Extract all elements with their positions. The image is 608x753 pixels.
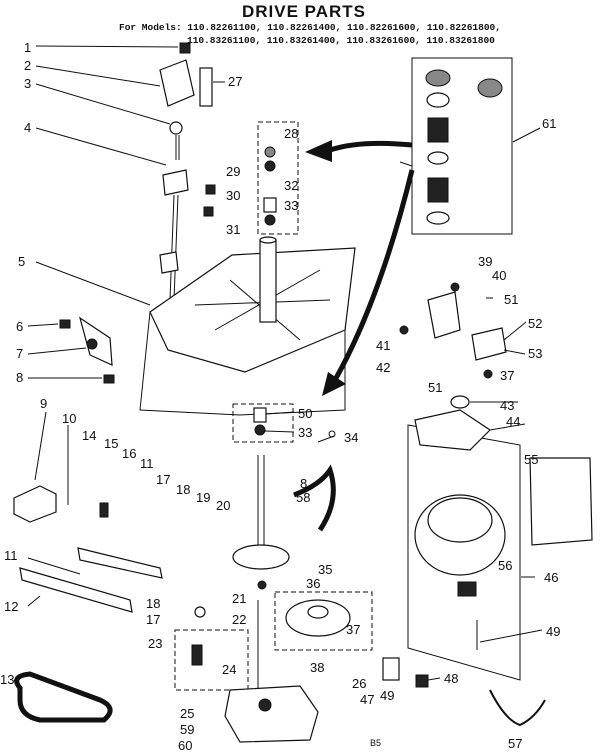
callout-55: 55 [524, 452, 538, 467]
callout-25: 25 [180, 706, 194, 721]
callout-51b: 51 [428, 380, 442, 395]
callout-9: 9 [40, 396, 47, 411]
part-panel [529, 457, 593, 546]
callout-35: 35 [318, 562, 332, 577]
part-washer [169, 121, 183, 135]
callout-20: 20 [216, 498, 230, 513]
callout-18b: 18 [146, 596, 160, 611]
callout-51: 51 [504, 292, 518, 307]
callout-3: 3 [24, 76, 31, 91]
callout-42: 42 [376, 360, 390, 375]
callout-22: 22 [232, 612, 246, 627]
callout-34: 34 [344, 430, 358, 445]
callout-47: 47 [360, 692, 374, 707]
callout-21: 21 [232, 591, 246, 606]
callout-61: 61 [542, 116, 556, 131]
callout-13: 13 [0, 672, 14, 687]
part-center-post [259, 239, 277, 323]
callout-46: 46 [544, 570, 558, 585]
callout-26: 26 [352, 676, 366, 691]
callout-16: 16 [122, 446, 136, 461]
part-screw [205, 184, 216, 195]
page-title: DRIVE PARTS [241, 2, 367, 21]
part-pulley-hub [232, 544, 290, 570]
callout-10: 10 [62, 411, 76, 426]
callout-37: 37 [346, 622, 360, 637]
part-bracket [159, 59, 195, 107]
callout-60: 60 [178, 738, 192, 753]
page-code: B5 [370, 738, 382, 748]
callout-30: 30 [226, 188, 240, 203]
callout-5: 5 [18, 254, 25, 269]
part-drawings [13, 42, 593, 743]
callout-8: 8 [16, 370, 23, 385]
callout-43: 43 [500, 398, 514, 413]
callout-59: 59 [180, 722, 194, 737]
callout-29: 29 [226, 164, 240, 179]
callout-38: 38 [310, 660, 324, 675]
callout-49b: 49 [380, 688, 394, 703]
callout-24: 24 [222, 662, 236, 677]
part-kit-box [411, 57, 513, 235]
callout-33: 33 [284, 198, 298, 213]
callout-1: 1 [24, 40, 31, 55]
callout-17b: 17 [146, 612, 160, 627]
callout-11b: 11 [140, 456, 154, 471]
callout-7: 7 [16, 346, 23, 361]
callout-18: 18 [176, 482, 190, 497]
callout-32: 32 [284, 178, 298, 193]
part-strap [199, 67, 213, 107]
callout-17: 17 [156, 472, 170, 487]
callout-4: 4 [24, 120, 31, 135]
callout-labels: 1 2 3 4 5 6 7 8 9 10 11 11 12 13 14 15 1… [0, 40, 560, 753]
callout-52: 52 [528, 316, 542, 331]
callout-49: 49 [546, 624, 560, 639]
part-lever-arm [19, 567, 133, 613]
callout-19: 19 [196, 490, 210, 505]
part-motor-mount [414, 409, 491, 451]
callout-58: 58 [296, 490, 310, 505]
callout-40: 40 [492, 268, 506, 283]
models-line-1: For Models: 110.82261100, 110.82261400, … [119, 22, 501, 33]
part-gearcase [224, 685, 319, 743]
models-line-2: 110.83261100, 110.83261400, 110.83261600… [187, 35, 495, 46]
callout-31: 31 [226, 222, 240, 237]
callout-41: 41 [376, 338, 390, 353]
callout-37b: 37 [500, 368, 514, 383]
part-nut-top [179, 42, 191, 54]
callout-15: 15 [104, 436, 118, 451]
leader-lines [13, 45, 543, 689]
callout-2: 2 [24, 58, 31, 73]
callout-28: 28 [284, 126, 298, 141]
callout-8b: 8 [300, 476, 307, 491]
callout-50: 50 [298, 406, 312, 421]
callout-53: 53 [528, 346, 542, 361]
part-switch-block [13, 485, 57, 523]
part-screw [203, 206, 214, 217]
callout-33b: 33 [298, 425, 312, 440]
callout-48: 48 [444, 671, 458, 686]
callout-23: 23 [148, 636, 162, 651]
part-base-plate [149, 247, 356, 373]
callout-56: 56 [498, 558, 512, 573]
callout-39: 39 [478, 254, 492, 269]
callout-6: 6 [16, 319, 23, 334]
callout-57: 57 [508, 736, 522, 751]
callout-36: 36 [306, 576, 320, 591]
callout-11: 11 [4, 548, 18, 563]
part-cam [162, 169, 189, 196]
callout-27: 27 [228, 74, 242, 89]
part-belt [14, 671, 113, 723]
callout-44: 44 [506, 414, 520, 429]
callout-14: 14 [82, 428, 96, 443]
part-lever [77, 547, 163, 579]
callout-12: 12 [4, 599, 18, 614]
